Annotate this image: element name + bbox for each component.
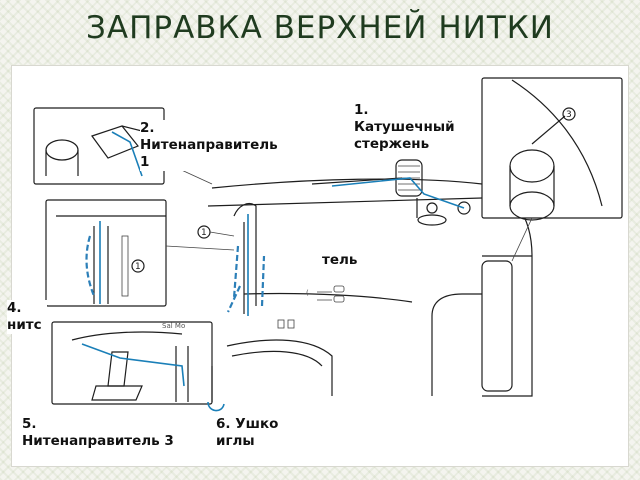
svg-text:(: (: [306, 289, 309, 297]
label-spool-pin: 1. Катушечный стержень: [354, 102, 455, 153]
callout-3: 3: [566, 110, 572, 120]
needle-inset: Sal Mo: [51, 321, 213, 405]
spool-pin-illustration: [311, 159, 471, 226]
label-thread-guide-1: 2. Нитенаправитель 1: [140, 120, 278, 171]
callout-1-main: 1: [201, 228, 207, 238]
slide-title: ЗАПРАВКА ВЕРХНЕЙ НИТКИ: [86, 10, 554, 46]
label-take-up-lever: 4. нитс: [7, 300, 47, 334]
needle: [207, 366, 225, 412]
svg-text:Sal Mo: Sal Mo: [162, 322, 185, 330]
tension-inset: 1: [45, 199, 235, 307]
callout-1-inset: 1: [135, 262, 141, 272]
guide1-inset: [33, 107, 213, 185]
spool-inset: 3: [481, 77, 623, 262]
label-thread-guide-3: 5. Нитенаправитель 3: [22, 416, 174, 450]
diagram-panel: ( 3: [7, 66, 628, 466]
tension-channel: 1: [197, 203, 266, 316]
sewing-machine-diagram: ( 3: [33, 77, 623, 412]
label-thread-guide-2: тель: [320, 252, 360, 269]
label-needle-eye: 6. Ушко иглы: [216, 416, 279, 450]
